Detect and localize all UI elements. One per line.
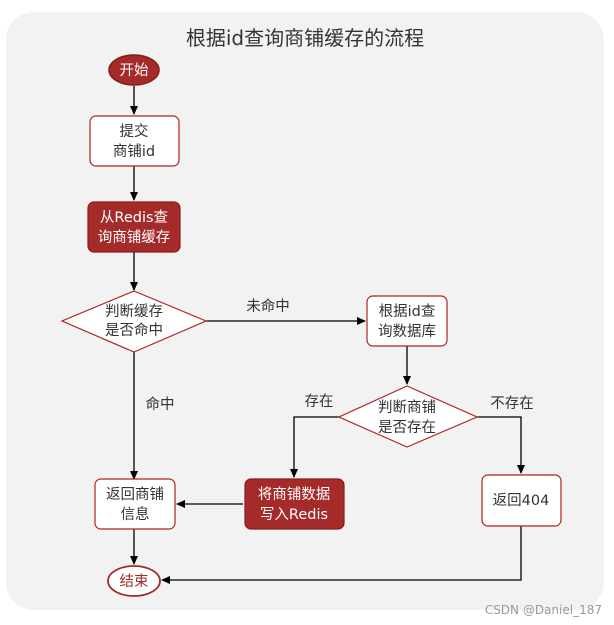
svg-text:是否存在: 是否存在 — [378, 419, 436, 436]
svg-text:开始: 开始 — [120, 62, 149, 79]
svg-text:信息: 信息 — [121, 506, 150, 523]
svg-text:是否命中: 是否命中 — [105, 321, 163, 339]
svg-text:返回404: 返回404 — [493, 492, 550, 509]
edge-check-exist-not-exists — [477, 416, 525, 474]
node-submit-shop-id: 提交 商铺id — [89, 115, 180, 167]
node-check-cache: 判断缓存 是否命中 — [60, 290, 208, 353]
node-end: 结束 — [107, 565, 161, 597]
watermark: CSDN @Daniel_187 — [484, 603, 602, 617]
edge-return404-end — [161, 526, 522, 584]
svg-text:写入Redis: 写入Redis — [260, 507, 328, 523]
svg-text:将商铺数据: 将商铺数据 — [258, 486, 331, 503]
node-query-database: 根据id查 询数据库 — [366, 295, 448, 347]
svg-text:提交: 提交 — [120, 122, 149, 140]
page-title: 根据id查询商铺缓存的流程 — [186, 26, 424, 50]
edge-label-miss: 未命中 — [246, 297, 290, 315]
svg-text:商铺id: 商铺id — [113, 143, 155, 160]
node-write-redis: 将商铺数据 写入Redis — [244, 478, 345, 530]
node-query-redis: 从Redis查 询商铺缓存 — [87, 201, 181, 253]
svg-text:询数据库: 询数据库 — [378, 323, 436, 340]
edge-check-exist-exists — [290, 416, 339, 478]
svg-text:根据id查: 根据id查 — [379, 303, 436, 320]
edge-label-exists: 存在 — [305, 393, 334, 410]
edge-label-not-exists: 不存在 — [490, 395, 534, 412]
svg-text:判断商铺: 判断商铺 — [378, 399, 436, 416]
svg-text:返回商铺: 返回商铺 — [106, 486, 164, 503]
node-return-404: 返回404 — [481, 474, 562, 527]
svg-text:从Redis查: 从Redis查 — [100, 209, 168, 226]
edges — [130, 86, 525, 584]
node-check-exist: 判断商铺 是否存在 — [337, 385, 479, 448]
node-start: 开始 — [108, 54, 160, 86]
svg-text:结束: 结束 — [120, 573, 149, 590]
node-return-shop-info: 返回商铺 信息 — [94, 478, 176, 530]
svg-text:判断缓存: 判断缓存 — [105, 303, 163, 320]
edge-label-hit: 命中 — [146, 395, 175, 413]
svg-text:询商铺缓存: 询商铺缓存 — [98, 229, 171, 246]
